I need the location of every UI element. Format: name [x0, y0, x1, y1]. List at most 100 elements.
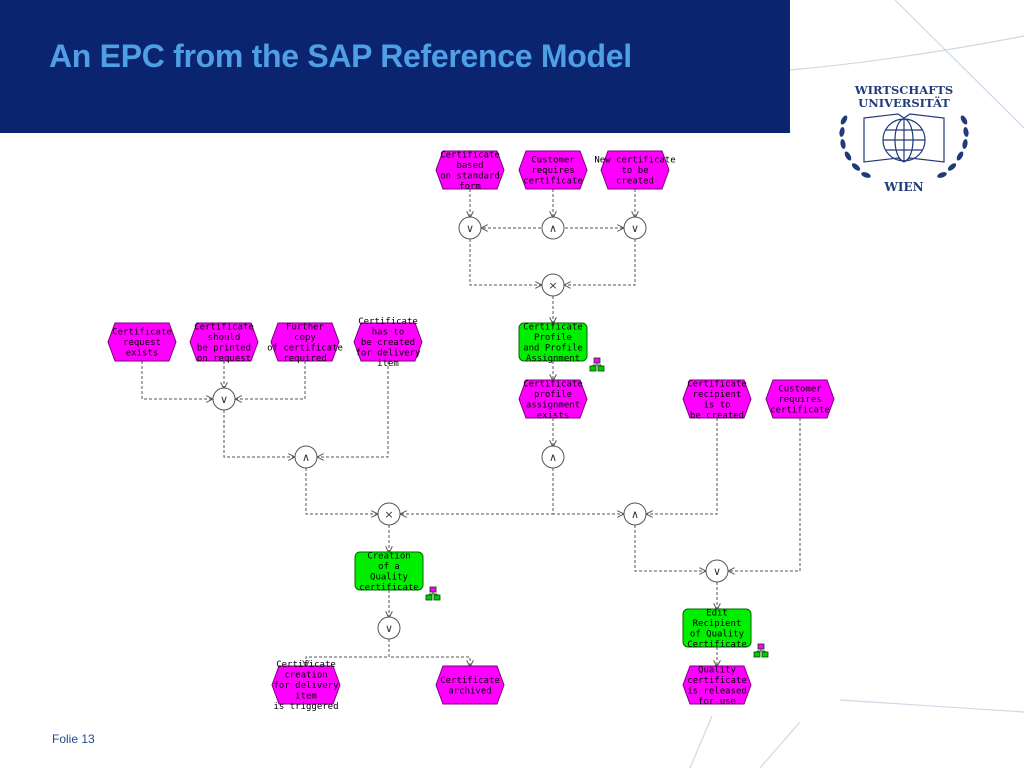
node-label-line: certificate: [687, 676, 747, 686]
edge-c11-e12: [388, 639, 470, 666]
node-label-line: request: [123, 338, 161, 348]
edge-c7-c9: [552, 468, 623, 514]
node-label-line: Certificate: [687, 379, 747, 389]
edge-e6-c5: [236, 361, 306, 399]
connector-symbol: ∨: [466, 222, 474, 235]
connector-symbol: ∧: [302, 451, 310, 464]
event-shape: [682, 379, 752, 419]
connector-and-c2: ∧: [541, 216, 565, 240]
connector-symbol: ×: [548, 279, 557, 292]
node-label-line: for use: [698, 697, 736, 707]
connector-symbol: ∨: [631, 222, 639, 235]
node-label-line: is to: [703, 400, 730, 410]
connector-symbol: ∨: [385, 622, 393, 635]
node-label-line: of a: [378, 562, 400, 572]
connector-and-c6: ∧: [294, 445, 318, 469]
event-shape: [682, 665, 752, 705]
org-unit-icon: [753, 643, 769, 658]
connector-circle: [377, 502, 401, 526]
function-shape: [354, 551, 424, 591]
node-label-line: Certificate: [523, 322, 583, 332]
node-label-line: Quality: [698, 665, 737, 675]
connector-circle: [541, 445, 565, 469]
connector-circle: [458, 216, 482, 240]
connector-circle: [377, 616, 401, 640]
node-label-line: Certificate: [194, 322, 254, 332]
connector-symbol: ∨: [713, 565, 721, 578]
connector-symbol: ∨: [220, 393, 228, 406]
node-label-line: Certificate: [687, 640, 747, 650]
event-shape: [518, 150, 588, 190]
node-label-line: form: [459, 182, 481, 192]
node-label-line: requires: [531, 166, 574, 176]
logo-text-line3: WIEN: [883, 180, 923, 194]
node-label-line: Certificate: [276, 660, 336, 670]
node-label-line: Certificate: [523, 379, 583, 389]
globe-icon: [863, 113, 945, 163]
event-shape: [435, 665, 505, 705]
node-label-line: Quality: [370, 572, 409, 582]
edge-c6-c8: [305, 468, 377, 514]
node-label-line: is released: [687, 686, 747, 696]
edge-e7-c6: [318, 361, 389, 457]
node-label-line: profile: [534, 390, 572, 400]
event-shape: [435, 150, 505, 190]
logo-text-line1: WIRTSCHAFTS: [854, 83, 953, 97]
node-label-line: Certificate: [358, 317, 418, 327]
connector-circle: [705, 559, 729, 583]
connector-or-c11: ∨: [377, 616, 401, 640]
logo-text-line2: UNIVERSITÄT: [858, 96, 950, 110]
connector-symbol: ∧: [549, 222, 557, 235]
edge-c5-c6: [223, 410, 294, 457]
edge-c11-e11: [306, 639, 390, 666]
org-unit-icon: [589, 357, 605, 372]
connector-circle: [541, 216, 565, 240]
node-label-line: of Quality: [690, 629, 745, 639]
event-shape: [271, 665, 341, 705]
node-label-line: Recipient: [693, 619, 742, 629]
node-label-line: Further: [286, 322, 325, 332]
connector-circle: [212, 387, 236, 411]
node-label-line: creation: [284, 671, 327, 681]
connector-or-c10: ∨: [705, 559, 729, 583]
connector-or-c1: ∨: [458, 216, 482, 240]
node-label-line: be created: [361, 338, 415, 348]
edge-e10-c10: [729, 418, 801, 571]
node-label-line: created: [616, 177, 654, 187]
slide-number: Folie 13: [52, 732, 95, 746]
node-label-line: exists: [537, 411, 570, 421]
node-label-line: item: [377, 359, 399, 369]
edge-c7-c8: [401, 468, 554, 514]
node-label-line: Certificate: [112, 328, 172, 338]
node-label-line: certificate: [523, 177, 583, 187]
node-label-line: is triggered: [273, 702, 338, 712]
event-shape: [270, 322, 340, 362]
node-label-line: New certificate: [594, 156, 675, 166]
node-label-line: certificate: [770, 406, 830, 416]
edge-c3-c4: [565, 239, 636, 285]
node-label-line: of certificate: [267, 343, 343, 353]
connector-xor-c8: ×: [377, 502, 401, 526]
node-label-line: Edit: [706, 608, 728, 618]
function-shape: [682, 608, 752, 648]
edge-e4-c5: [141, 361, 212, 399]
node-label-line: Customer: [531, 156, 575, 166]
node-label-line: on request: [197, 354, 251, 364]
node-label-line: be printed: [197, 343, 251, 353]
node-label-line: required: [283, 354, 326, 364]
node-label-line: Certificate: [440, 150, 500, 160]
event-shape: [107, 322, 177, 362]
